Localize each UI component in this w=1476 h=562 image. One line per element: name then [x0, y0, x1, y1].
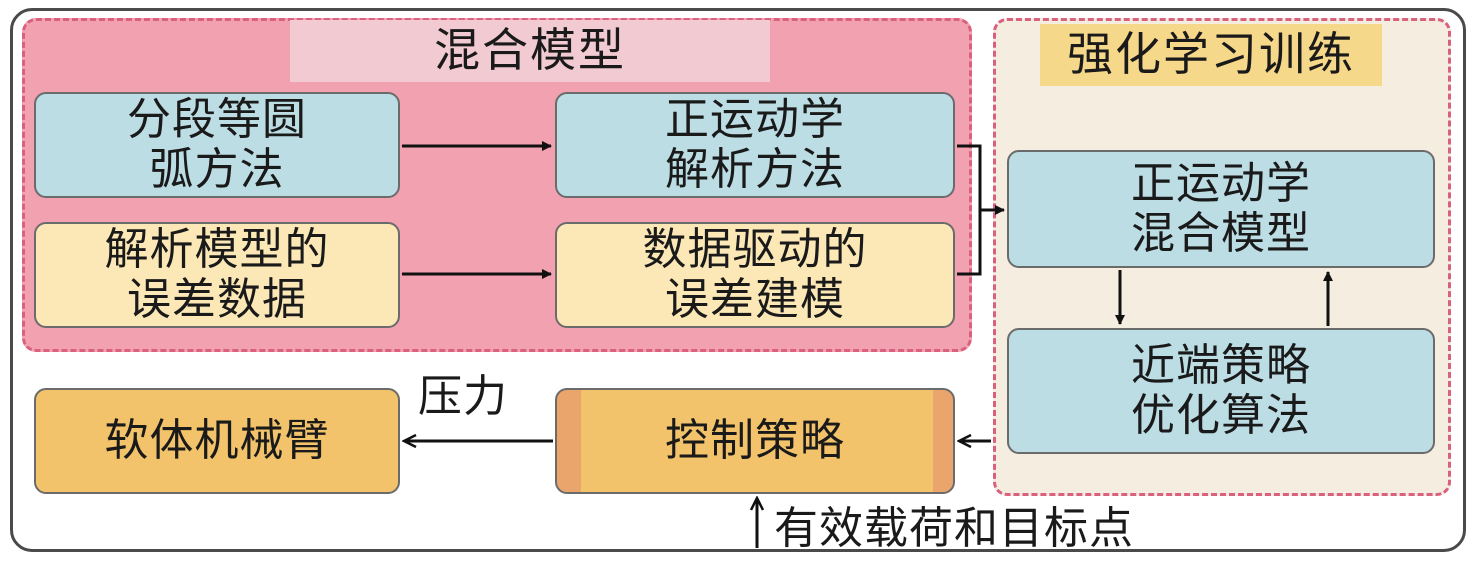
hybrid-model-title: 混合模型 [290, 20, 770, 82]
control-policy-box: 控制策略 [555, 388, 955, 494]
fk-hybrid-box: 正运动学 混合模型 [1007, 150, 1435, 268]
pressure-label: 压力 [418, 371, 508, 422]
rl-training-title: 强化学习训练 [1040, 24, 1382, 86]
error-data-box: 解析模型的 误差数据 [34, 222, 400, 328]
data-driven-box: 数据驱动的 误差建模 [555, 222, 955, 328]
payload-target-label: 有效载荷和目标点 [774, 503, 1134, 554]
arc-method-box: 分段等圆 弧方法 [34, 92, 400, 198]
fk-analytic-box: 正运动学 解析方法 [555, 92, 955, 198]
soft-arm-box: 软体机械臂 [34, 388, 400, 494]
ppo-box: 近端策略 优化算法 [1007, 328, 1435, 454]
